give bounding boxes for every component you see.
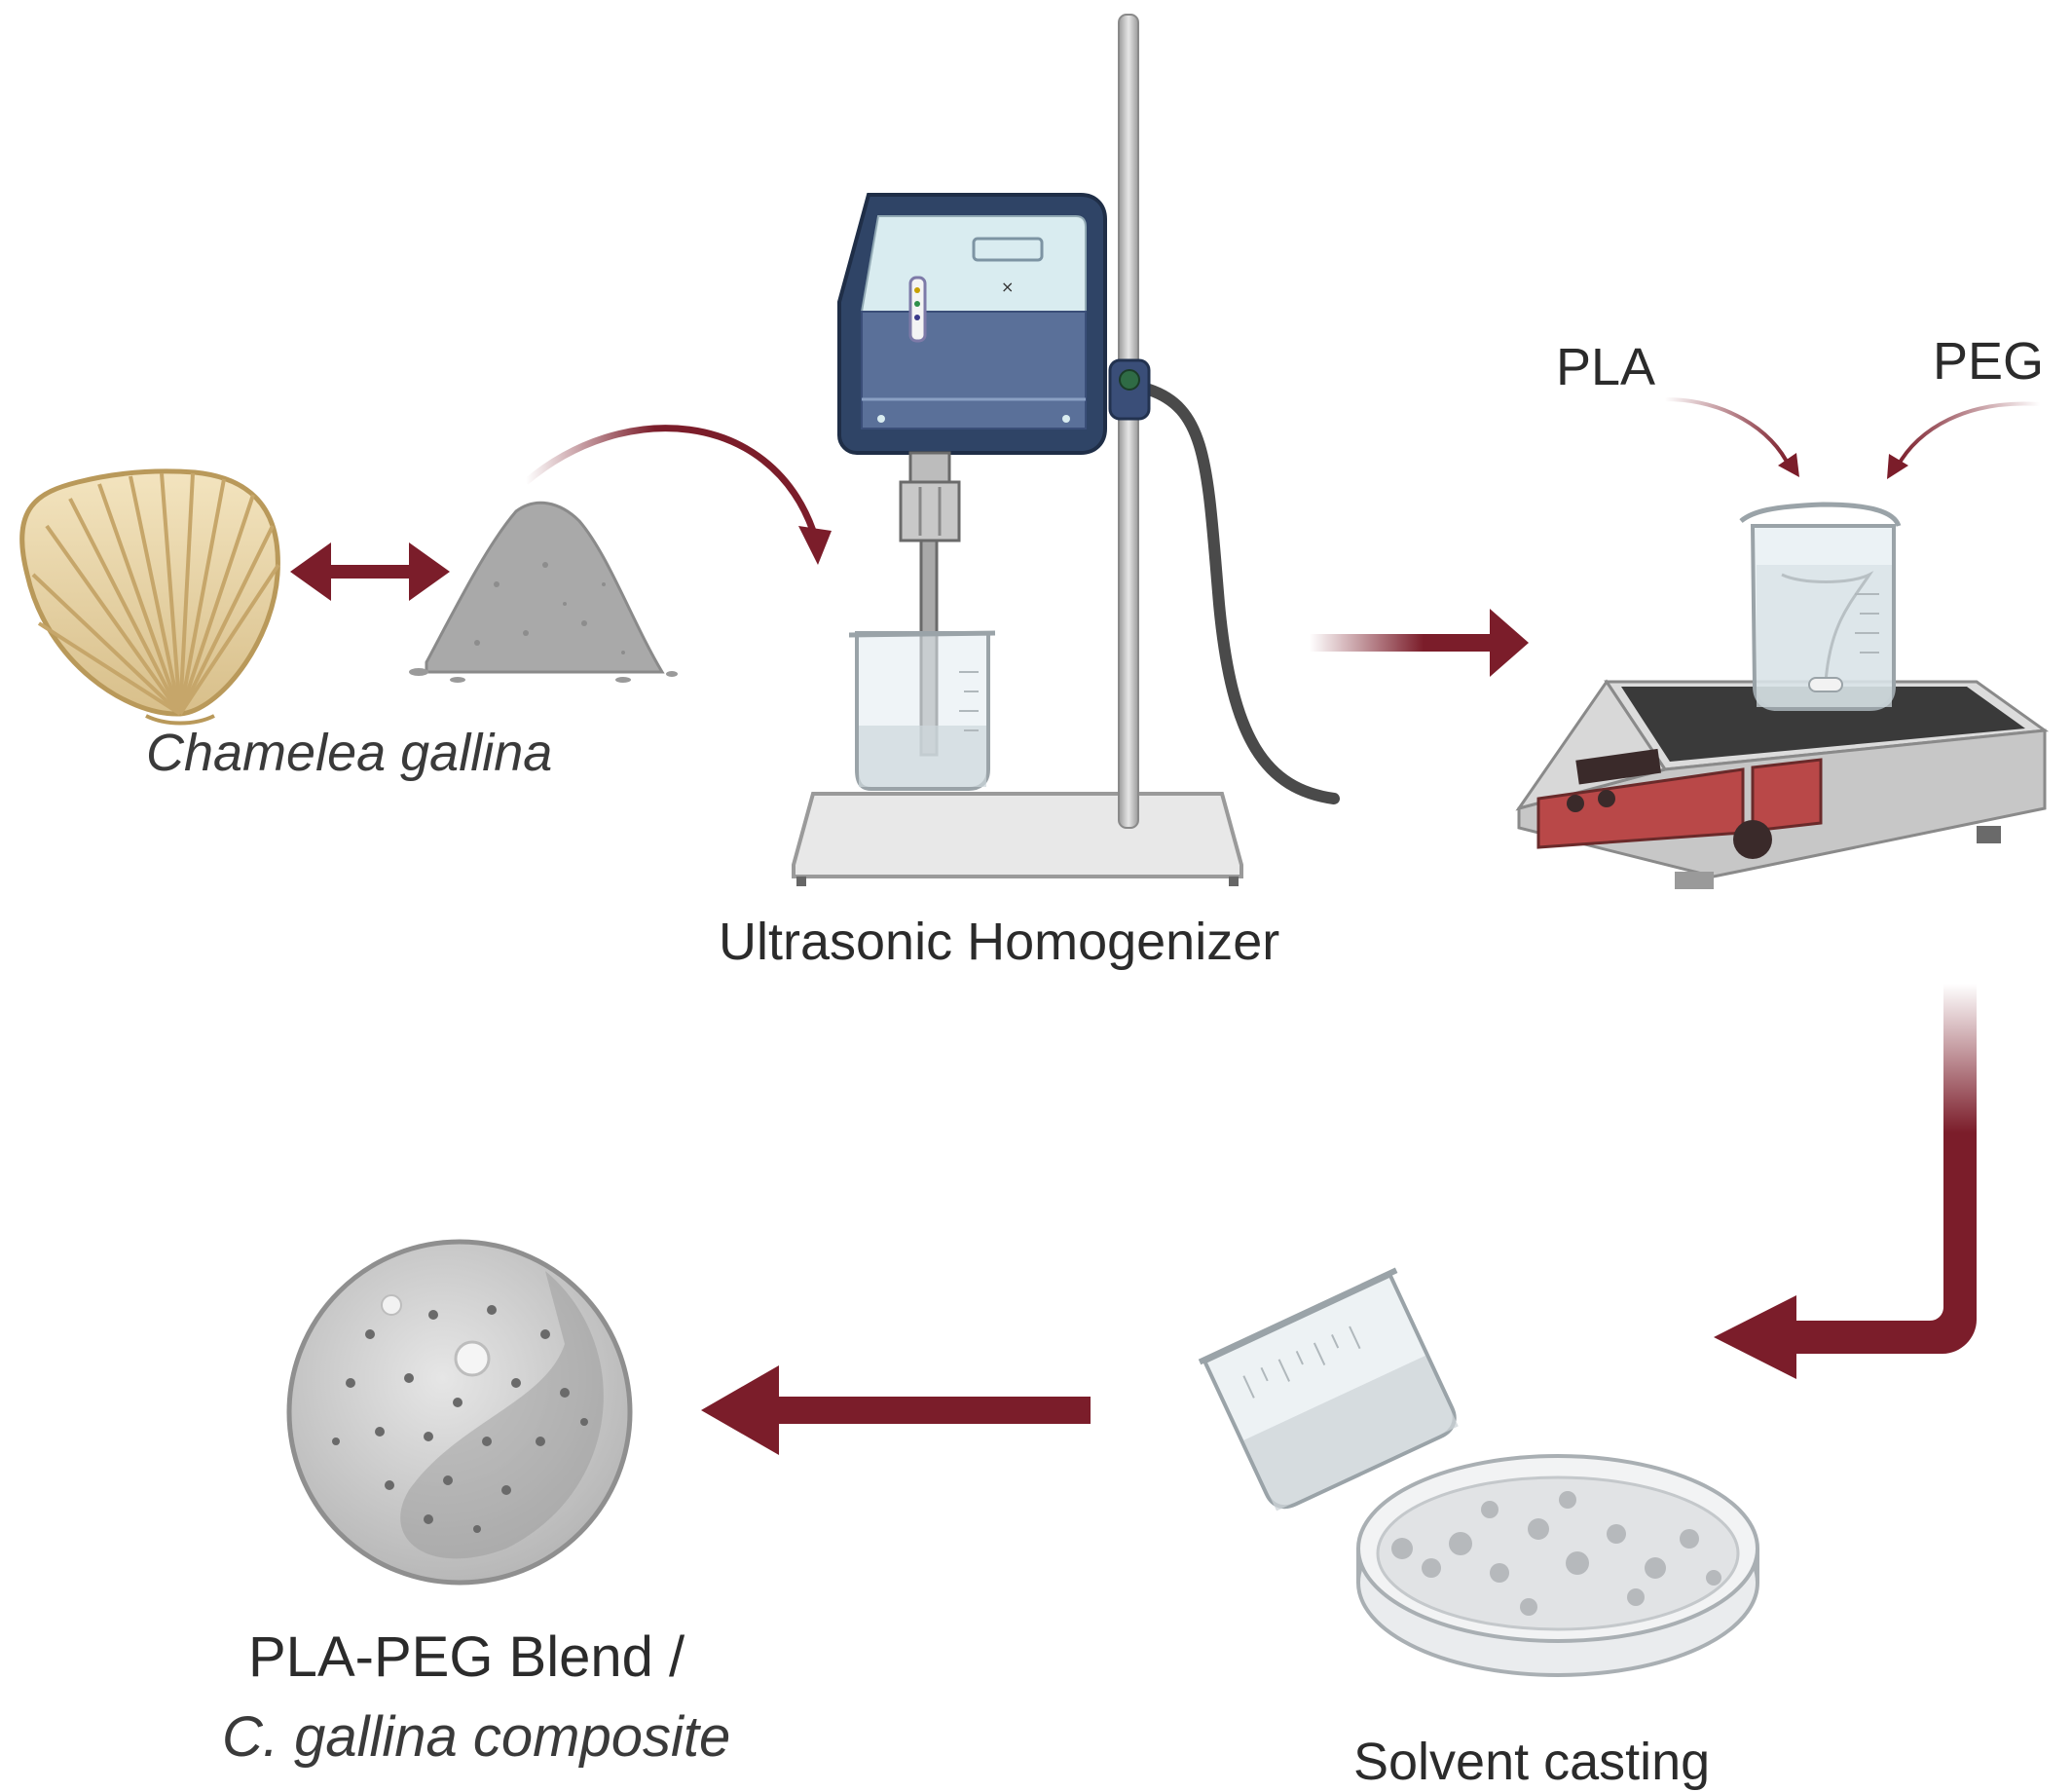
- pouring-beaker-icon: [1198, 1267, 1459, 1512]
- casting-label: Solvent casting: [1353, 1733, 1711, 1791]
- arrow-to-hotplate: [1310, 609, 1529, 677]
- hotplate-stirrer-icon: [1515, 502, 2050, 889]
- petri-dish-icon: [1356, 1454, 1759, 1677]
- arrow-to-casting: [1714, 984, 1977, 1379]
- blend-label-line2: C. gallina composite: [222, 1705, 731, 1769]
- shell-label: Chamelea gallina: [146, 724, 553, 782]
- pla-label: PLA: [1556, 338, 1656, 396]
- arrow-to-composite: [701, 1365, 1091, 1455]
- pla-arrow: [1664, 397, 1799, 477]
- powder-pile-icon: [409, 501, 678, 683]
- double-arrow: [290, 542, 450, 601]
- svg-text:×: ×: [1001, 278, 1014, 296]
- peg-arrow: [1887, 401, 2041, 479]
- composite-disc-icon: [286, 1239, 633, 1586]
- ultrasonic-homogenizer-icon: ×: [792, 14, 1340, 886]
- homogenizer-label: Ultrasonic Homogenizer: [719, 913, 1280, 971]
- clam-shell-icon: [19, 468, 280, 726]
- curved-arrow: [523, 425, 832, 565]
- peg-label: PEG: [1933, 332, 2045, 391]
- blend-label-line1: PLA-PEG Blend /: [248, 1625, 685, 1689]
